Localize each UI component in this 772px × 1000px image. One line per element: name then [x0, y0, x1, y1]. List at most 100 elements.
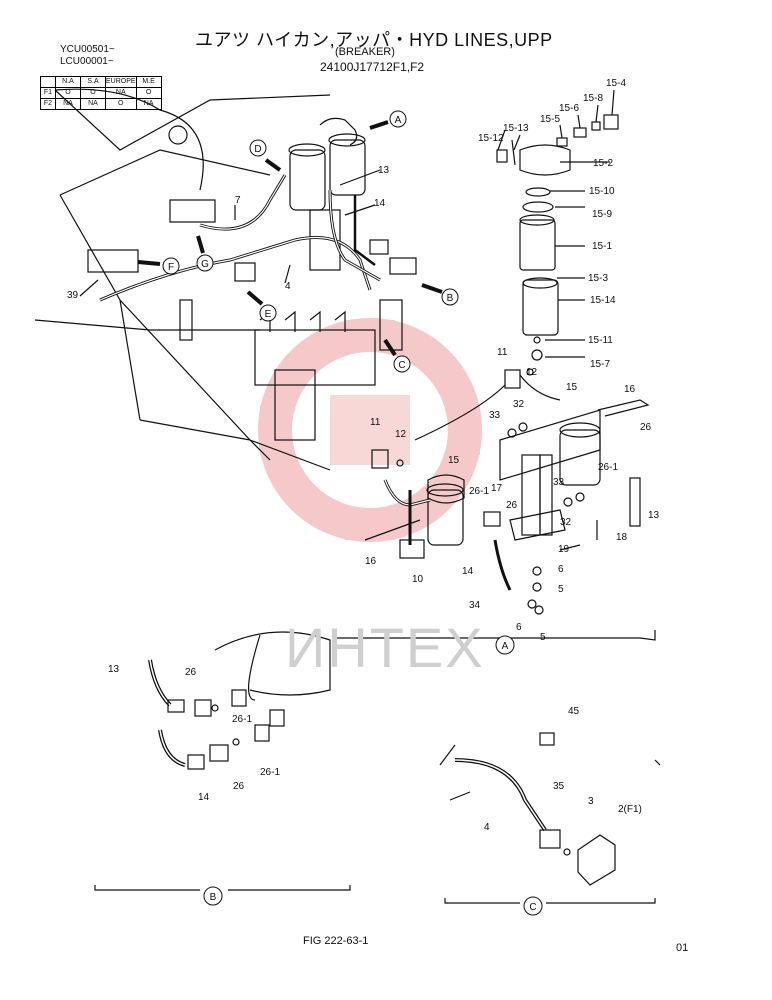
callout-e: E [246, 290, 277, 322]
part-label: 16 [365, 556, 377, 567]
part-label: 18 [616, 532, 628, 543]
svg-text:B: B [447, 293, 454, 304]
part-label: 11 [497, 347, 508, 358]
table-cell: NA [55, 98, 81, 110]
part-label: 15-1 [592, 241, 612, 252]
svg-text:C: C [529, 902, 536, 913]
part-label: 4 [484, 822, 490, 833]
arrow-icon [196, 235, 205, 254]
callout-g: G [196, 235, 214, 272]
serial-range-2: LCU00001~ [60, 56, 114, 67]
part-label: 15-9 [592, 209, 612, 220]
arrow-icon [264, 158, 282, 172]
table-row: F2 NA NA O NA [40, 98, 162, 110]
assembly-part-number: 24100J17712F1,F2 [320, 60, 425, 74]
part-label: 12 [526, 367, 538, 378]
part-label: 26 [233, 781, 245, 792]
svg-text:B: B [210, 892, 217, 903]
row-label: F2 [40, 98, 56, 110]
section-c-label: C [523, 896, 543, 916]
part-label: 15-12 [478, 133, 504, 144]
upper-structure-drawing [34, 88, 661, 904]
part-label: 26-1 [598, 462, 618, 473]
part-label: 39 [67, 290, 79, 301]
part-label: 15-11 [588, 335, 613, 346]
section-a-label: A [495, 635, 515, 655]
part-label: 13 [378, 165, 390, 176]
svg-text:D: D [254, 144, 261, 155]
svg-text:C: C [398, 360, 405, 371]
part-label: 26 [640, 422, 652, 433]
serial-range-1: YCU00501~ [60, 44, 115, 55]
part-label: 32 [560, 517, 572, 528]
part-label: 26-1 [260, 767, 280, 778]
part-label: 5 [558, 584, 564, 595]
part-label: 15-6 [559, 103, 579, 114]
column-header: M.E [135, 76, 162, 88]
part-label: 14 [198, 792, 210, 803]
part-label: 11 [370, 417, 381, 428]
callout-b: B [421, 283, 459, 306]
row-label: F1 [40, 87, 56, 99]
part-label: 17 [491, 483, 503, 494]
applicability-table: N.A S.A EUROPE M.E F1 O O NA O F2 NA NA … [40, 76, 162, 110]
part-label: 32 [513, 399, 525, 410]
table-cell: O [105, 98, 137, 110]
table-cell: O [135, 87, 162, 99]
svg-text:G: G [201, 259, 209, 270]
part-label: 26 [506, 500, 518, 511]
part-label: 45 [568, 706, 580, 717]
part-label: 10 [412, 574, 424, 585]
watermark: ИНТЕХ [285, 616, 485, 679]
part-label: 15-13 [503, 123, 529, 134]
part-label: 34 [469, 600, 481, 611]
page-number: 01 [676, 942, 689, 954]
table-cell: NA [135, 98, 162, 110]
arrow-icon [421, 283, 443, 294]
page-title: ユアツ ハイカン,アッパ・HYD LINES,UPP [195, 30, 553, 50]
svg-text:A: A [395, 115, 402, 126]
part-label: 16 [624, 384, 636, 395]
callout-c: C [383, 338, 411, 373]
part-label: 15 [566, 382, 578, 393]
part-label: 15-3 [588, 273, 608, 284]
part-label: 26-1 [232, 714, 252, 725]
table-row: F1 O O NA O [40, 87, 162, 99]
section-b-label: B [203, 886, 223, 906]
part-label: 26-1 [469, 486, 489, 497]
part-label: 12 [395, 429, 407, 440]
table-cell: O [55, 87, 81, 99]
part-label: 13 [108, 664, 120, 675]
part-label: 19 [558, 544, 570, 555]
part-label: 33 [553, 477, 565, 488]
part-label: 2(F1) [618, 804, 642, 815]
svg-text:E: E [265, 309, 272, 320]
arrow-icon [246, 290, 264, 306]
callout-d: D [249, 139, 282, 172]
part-label: 15-10 [589, 186, 615, 197]
arrow-icon [137, 260, 161, 266]
svg-text:A: A [502, 641, 509, 652]
part-label: 33 [489, 410, 501, 421]
part-label: 14 [374, 198, 386, 209]
part-label: 15-14 [590, 295, 616, 306]
svg-text:F: F [168, 262, 174, 273]
figure-number: FIG 222-63-1 [303, 935, 369, 947]
part-label: 3 [588, 796, 594, 807]
part-label: 15 [448, 455, 460, 466]
part-label: 5 [540, 632, 546, 643]
table-cell: O [80, 87, 106, 99]
column-header: EUROPE [105, 76, 137, 88]
watermark-gear [258, 318, 482, 542]
part-label: 14 [462, 566, 474, 577]
part-label: 4 [285, 281, 291, 292]
table-header-row: N.A S.A EUROPE M.E [40, 76, 162, 88]
part-label: 15-2 [593, 158, 613, 169]
part-label: 13 [648, 510, 660, 521]
part-label: 6 [516, 622, 522, 633]
callout-a: A [369, 110, 407, 130]
part-label: 15-5 [540, 114, 560, 125]
table-cell: NA [80, 98, 106, 110]
arrow-icon [369, 120, 389, 130]
